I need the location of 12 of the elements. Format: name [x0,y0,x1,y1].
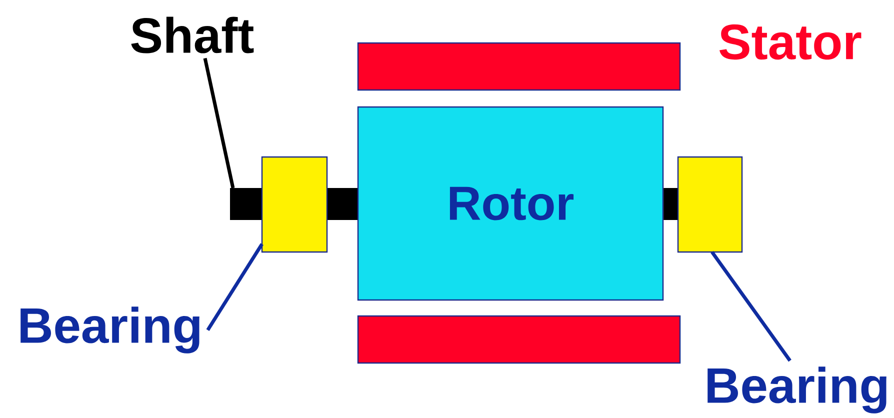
leader-line [203,58,235,188]
stator-bar [357,315,681,364]
shaft-label: Shaft [131,16,254,54]
leader-line [206,243,264,331]
bearing-label: Bearing [20,306,200,354]
bearing-block [261,156,328,253]
bearing-label: Bearing [708,366,886,414]
rotor-box: Rotor [357,106,664,301]
bearing-block [677,156,743,253]
stator-bar [357,42,681,91]
leader-line [710,250,792,362]
stator-label: Stator [719,24,862,60]
